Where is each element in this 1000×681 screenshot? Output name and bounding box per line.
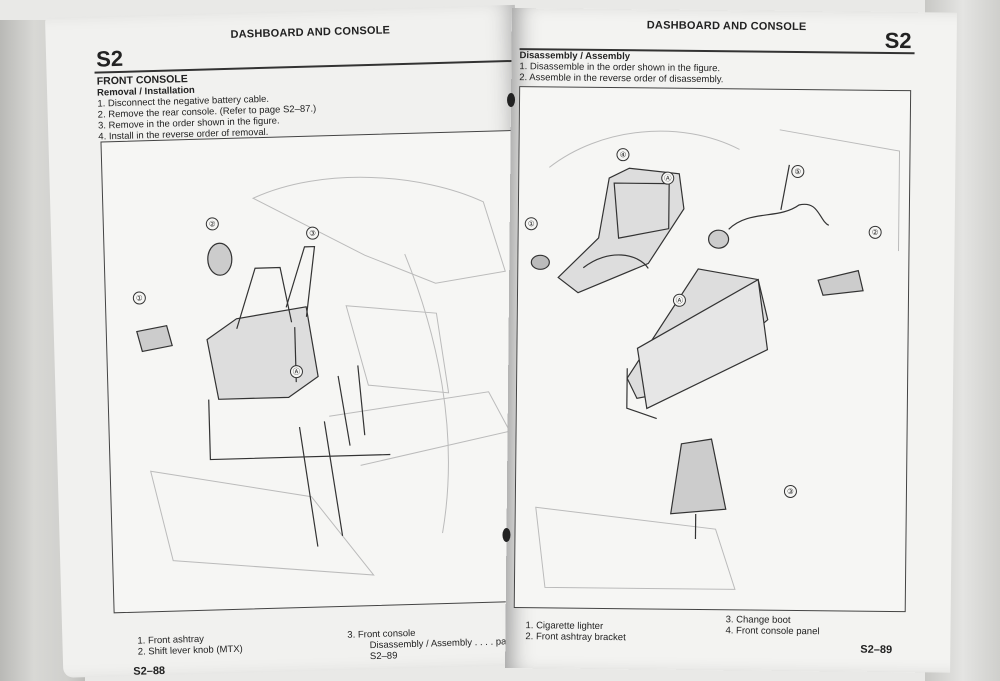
callout-3: ③ [783, 484, 798, 499]
page-header: DASHBOARD AND CONSOLE [230, 24, 391, 41]
callout-5: ⑤ [791, 164, 805, 179]
section-label: S2 [95, 45, 124, 72]
legend-right-col: 3. Change boot 4. Front console panel [725, 614, 819, 637]
page-number: S2–88 [133, 664, 166, 678]
section-label: S2 [884, 27, 912, 54]
instructions: FRONT CONSOLE Removal / Installation 1. … [97, 70, 317, 143]
callout-a: Ⓐ [672, 293, 687, 307]
legend-item: 2. Shift lever knob (MTX) [137, 643, 243, 658]
callout-a: Ⓐ [661, 171, 675, 185]
instructions: Disassembly / Assembly 1. Disassemble in… [519, 50, 724, 85]
exploded-diagram-front-console: ① ② ③ Ⓐ [100, 129, 526, 614]
diagram-line-art [136, 176, 511, 576]
legend-left-col: 1. Cigarette lighter 2. Front ashtray br… [525, 620, 626, 643]
callout-1: ① [524, 217, 538, 231]
binding-hole [506, 92, 516, 108]
left-page: S2 DASHBOARD AND CONSOLE FRONT CONSOLE R… [45, 4, 534, 678]
step: 2. Assemble in the reverse order of disa… [519, 72, 724, 86]
legend-item: 2. Front ashtray bracket [525, 631, 626, 644]
callout-4: ④ [616, 148, 630, 162]
page-number: S2–89 [860, 643, 893, 657]
legend-item: 4. Front console panel [725, 625, 820, 638]
callout-2: ② [868, 225, 882, 239]
legend-left-col: 1. Front ashtray 2. Shift lever knob (MT… [137, 633, 243, 658]
diagram-line-art [530, 129, 901, 590]
exploded-diagram-console-assembly: ④ Ⓐ ① ⑤ ② Ⓐ ③ [513, 86, 912, 613]
page-header: DASHBOARD AND CONSOLE [646, 19, 807, 34]
right-page: DASHBOARD AND CONSOLE S2 Disassembly / A… [502, 8, 957, 673]
binding-hole [502, 527, 511, 543]
